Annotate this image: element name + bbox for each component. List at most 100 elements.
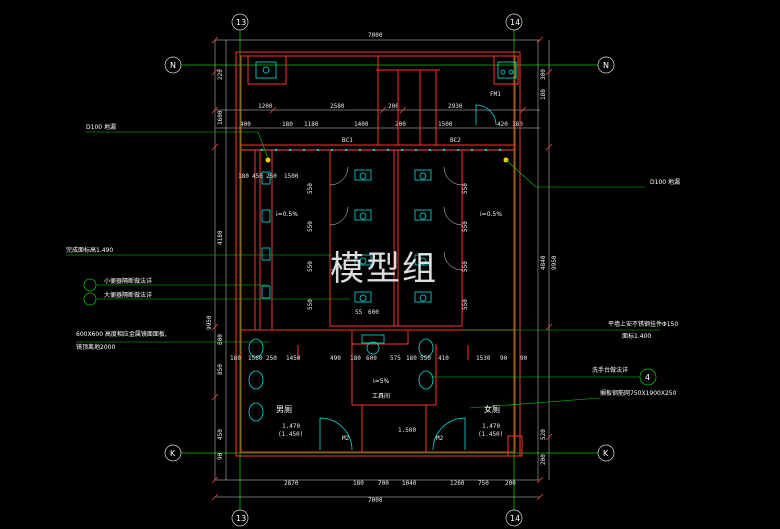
mid-dim-9: 180 [406, 355, 417, 362]
dim-right-6: 200 [540, 454, 547, 465]
axis-label-k-left: K [170, 449, 176, 458]
mid-dim-7: 600 [366, 355, 377, 362]
stall-toilets-right [414, 169, 432, 303]
leaders [66, 131, 660, 409]
level-men-b: (1.450) [278, 431, 303, 438]
mid-dim-4: 1450 [286, 355, 301, 362]
axis-bubble-n-right [597, 56, 615, 74]
dim-left-8: 90 [217, 452, 224, 460]
axis-label-k-right: K [603, 449, 609, 458]
dim-left-6: 850 [217, 364, 224, 375]
dim-top-sub-8: 180 [512, 121, 523, 128]
mid-dim-3: 250 [266, 355, 277, 362]
dim-right-1: 300 [540, 69, 547, 80]
shaft-right-fixture [497, 61, 517, 79]
dim-bottom-seg-1: 2870 [284, 480, 299, 487]
dim-right-2: 180 [540, 89, 547, 100]
level-men-a: 1.470 [282, 423, 300, 430]
axis-label-13-top: 13 [236, 18, 246, 27]
inner-dim-2: 450 [252, 173, 263, 180]
dim-top-sub-3: 1180 [304, 121, 319, 128]
door-m2-left [319, 417, 353, 451]
label-bc2: BC2 [450, 137, 461, 144]
axis-label-n-left: N [170, 61, 176, 70]
stall-dim-1: 550 [307, 183, 314, 194]
mid-dim-2: 1560 [248, 355, 263, 362]
dim-bottom-seg-7: 200 [505, 480, 516, 487]
dim-left-5: 800 [217, 334, 224, 345]
floor-drains [265, 157, 509, 163]
axis-label-14-bottom: 14 [510, 514, 520, 523]
mid-dim-6: 180 [350, 355, 361, 362]
inner-dim-3: 250 [266, 173, 277, 180]
dim-top-sub-6: 1500 [438, 121, 453, 128]
axis-bubble-14-bottom [505, 509, 523, 527]
axis-bubble-k-left [164, 444, 182, 462]
axis-bubble-n-left [164, 56, 182, 74]
label-fm1: FM1 [490, 91, 501, 98]
note-d100-right: D100 地漏 [650, 178, 680, 186]
wash-basins [248, 334, 434, 422]
stall-toilets-left [354, 169, 372, 303]
axis-bubble-14-top [505, 13, 523, 31]
room-men: 男厕 [276, 405, 292, 414]
room-women: 女厕 [484, 404, 500, 414]
note-level: 完成面标高1.490 [66, 246, 113, 254]
dim-top-seg-2: 2580 [330, 103, 345, 110]
dim-left-4: 9950 [206, 315, 213, 330]
note-mirror: 600X600 高度相应金属镜面面板, [76, 330, 167, 338]
door-label-m2-right: M2 [436, 435, 444, 442]
slope-center: i=5% [373, 378, 390, 385]
note-right-a: 平墙上安不锈钢挂件Φ150 [608, 320, 678, 328]
dim-top-seg-4: 2930 [448, 103, 463, 110]
dim-top-seg-3: 200 [388, 103, 399, 110]
dim-right-5: 520 [540, 429, 547, 440]
dim-top-sub-1: 400 [240, 121, 251, 128]
note-toilet: 大便器隔断做法详 [104, 291, 152, 299]
mid-dim-8: 575 [390, 355, 401, 362]
axis-label-4: 4 [645, 373, 650, 382]
mid-dim-12: 1530 [476, 355, 491, 362]
dim-top-overall: 7000 [368, 32, 383, 39]
dim-bottom-seg-6: 750 [478, 480, 489, 487]
dim-left-1: 220 [217, 69, 224, 80]
dim-top-seg-1: 1200 [258, 103, 273, 110]
dim-top-sub-4: 1400 [354, 121, 369, 128]
urinals [261, 171, 271, 299]
axis-bubble-13-bottom [231, 509, 249, 527]
dim-top-sub-5: 200 [395, 121, 406, 128]
fixtures [248, 61, 517, 451]
room-janitor: 工具间 [372, 392, 390, 400]
small-dim-1: 55 [355, 309, 363, 316]
stall-dim-3: 550 [307, 261, 314, 272]
axis-bubble-13-top [231, 13, 249, 31]
door-m2-right [432, 417, 466, 451]
stall-dim-8: 550 [462, 299, 469, 310]
axis-bubble-k-right [597, 444, 615, 462]
note-d100-left: D100 地漏 [86, 123, 116, 131]
stall-dim-5: 550 [462, 183, 469, 194]
mid-dim-10: 550 [420, 355, 431, 362]
slope-left: i=0.5% [276, 211, 298, 218]
axis-label-14-top: 14 [510, 18, 520, 27]
dim-bottom-seg-2: 180 [353, 480, 364, 487]
door-label-m2-left: M2 [342, 435, 350, 442]
mid-dim-13: 90 [500, 355, 508, 362]
stall-dim-7: 550 [462, 261, 469, 272]
dim-bottom-overall: 7000 [368, 497, 383, 504]
note-bubble-b [83, 292, 97, 306]
mid-dim-1: 180 [230, 355, 241, 362]
slope-right: i=0.5% [480, 211, 502, 218]
level-women-a: 1.470 [482, 423, 500, 430]
note-mirror-height: 镜顶离地2000 [76, 343, 115, 351]
note-urinal: 小便器隔断做法详 [104, 277, 152, 285]
shaft-left-fixture [255, 61, 277, 79]
mid-dim-11: 410 [438, 355, 449, 362]
mid-dim-14: 90 [520, 355, 528, 362]
small-dim-2: 600 [368, 309, 379, 316]
dim-left-7: 450 [217, 429, 224, 440]
walls [235, 51, 523, 457]
axis-label-13-bottom: 13 [236, 514, 246, 523]
